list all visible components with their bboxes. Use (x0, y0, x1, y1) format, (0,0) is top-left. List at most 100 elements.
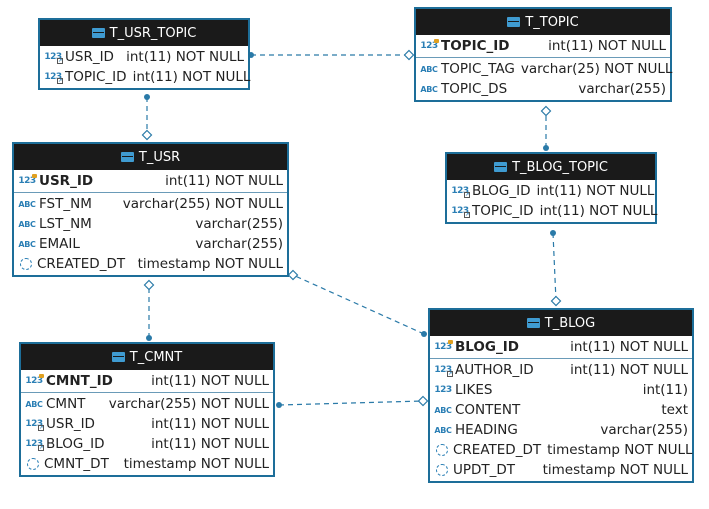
link-blog-topic-to-topic (540, 105, 552, 151)
link-blog-topic-to-blog (550, 230, 562, 307)
table-icon (494, 162, 508, 172)
column-type: int(11) NOT NULL (151, 373, 269, 389)
column-type: varchar(255) (600, 422, 688, 438)
timestamp-type-icon (436, 464, 448, 476)
table-header[interactable]: T_TOPIC (416, 9, 670, 35)
column-type: varchar(255) (195, 236, 283, 252)
table-header[interactable]: T_CMNT (21, 344, 273, 370)
column-name: HEADING (455, 422, 518, 438)
foreign-key-icon: 123↗ (44, 52, 63, 64)
column-type: int(11) NOT NULL (536, 183, 655, 199)
column-name: TOPIC_ID (441, 38, 510, 54)
column-type: timestamp NOT NULL (542, 462, 688, 478)
table-header[interactable]: T_USR_TOPIC (40, 20, 248, 46)
column-name: TOPIC_ID (472, 203, 534, 219)
table-column[interactable]: CREATED_DT timestamp NOT NULL (430, 440, 693, 460)
table-title: T_BLOG_TOPIC (512, 159, 608, 175)
table-title: T_BLOG (544, 315, 596, 331)
primary-key-icon: 123 (25, 374, 44, 386)
column-type: varchar(255) NOT NULL (122, 196, 283, 212)
column-type: int(11) NOT NULL (570, 362, 688, 378)
table-header[interactable]: T_USR (14, 144, 287, 170)
primary-key-icon: 123 (434, 340, 453, 352)
link-source-dot (276, 402, 282, 408)
table-icon (120, 152, 134, 162)
link-target-diamond (417, 395, 429, 407)
foreign-key-icon: 123↗ (25, 439, 44, 451)
text-type-icon: ABC (420, 64, 438, 74)
link-target-diamond (143, 279, 155, 291)
foreign-key-icon: 123↗ (451, 186, 470, 198)
foreign-key-icon: 123↗ (451, 206, 470, 218)
link-blog-to-usr (287, 269, 427, 337)
link-cmnt-to-usr (143, 279, 155, 341)
link-usr-topic-to-topic (248, 49, 415, 61)
link-source-dot (550, 230, 556, 236)
table-title: T_TOPIC (525, 14, 579, 30)
table-column[interactable]: 123↗USR_ID int(11) NOT NULL (40, 47, 248, 67)
link-usr-topic-to-usr (141, 94, 153, 141)
link-target-diamond (540, 105, 552, 117)
table-header[interactable]: T_BLOG (430, 310, 692, 336)
column-name: LIKES (455, 382, 493, 398)
table-icon (507, 17, 521, 27)
link-source-dot (543, 145, 549, 151)
column-type: timestamp NOT NULL (547, 442, 693, 458)
primary-key-icon: 123 (420, 39, 439, 51)
table-title: T_CMNT (129, 349, 183, 365)
column-type: timestamp NOT NULL (137, 256, 283, 272)
column-type: int(11) NOT NULL (126, 49, 244, 65)
column-type: varchar(25) NOT NULL (520, 61, 673, 77)
table-column[interactable]: 123↗BLOG_ID int(11) NOT NULL (447, 181, 655, 201)
column-name: CREATED_DT (453, 442, 542, 458)
link-target-diamond (550, 295, 562, 307)
column-name: AUTHOR_ID (455, 362, 534, 378)
column-name: BLOG_ID (472, 183, 531, 199)
column-type: int(11) NOT NULL (151, 436, 269, 452)
column-name: BLOG_ID (455, 339, 519, 355)
table-header[interactable]: T_BLOG_TOPIC (447, 154, 655, 180)
column-type: int(11) NOT NULL (570, 339, 688, 355)
column-type: int(11) NOT NULL (132, 69, 251, 85)
table-title: T_USR (138, 149, 181, 165)
link-source-dot (146, 335, 152, 341)
column-name: USR_ID (65, 49, 114, 65)
